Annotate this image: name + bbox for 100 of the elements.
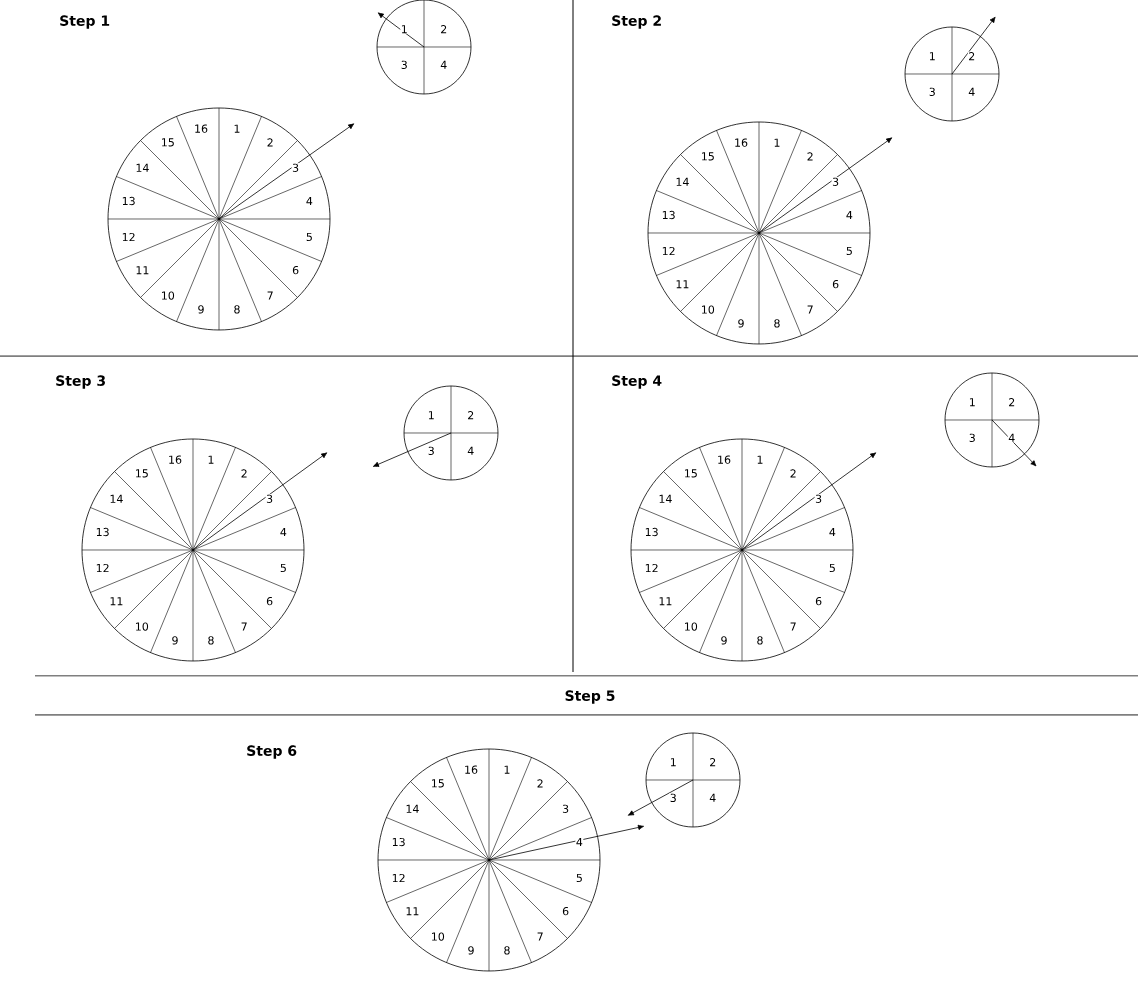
sector-number: 15 (430, 778, 446, 788)
sector-number: 1 (400, 24, 409, 34)
sector-number: 16 (463, 765, 479, 775)
sector-number: 3 (831, 177, 840, 187)
sector-number: 1 (206, 455, 215, 465)
sector-number: 5 (845, 246, 854, 256)
sector-number: 12 (95, 563, 111, 573)
sector-number: 3 (561, 804, 570, 814)
sector-number: 4 (575, 837, 584, 847)
sector-number: 15 (160, 137, 176, 147)
step-label: Step 5 (565, 690, 615, 704)
sector-number: 4 (439, 60, 448, 70)
sector-number: 2 (708, 757, 717, 767)
sector-number: 10 (683, 621, 699, 632)
sector-number: 11 (674, 279, 690, 289)
sector-number: 14 (657, 494, 673, 504)
sector-number: 11 (404, 906, 420, 916)
sector-number: 3 (427, 446, 436, 456)
sector-number: 7 (806, 305, 815, 315)
sector-number: 4 (466, 446, 475, 456)
sector-number: 1 (773, 138, 781, 148)
sector-number: 2 (806, 151, 815, 161)
sector-number: 4 (967, 87, 976, 97)
sector-number: 16 (716, 455, 732, 465)
step-label: Step 1 (60, 15, 110, 29)
sector-number: 2 (466, 410, 475, 420)
sector-number: 13 (121, 196, 137, 206)
sector-number: 2 (536, 778, 545, 788)
sector-number: 5 (575, 873, 584, 883)
sector-number: 12 (644, 563, 660, 573)
sector-number: 4 (828, 527, 837, 537)
sector-number: 3 (814, 494, 823, 504)
sector-number: 12 (661, 246, 677, 256)
sector-number: 11 (134, 265, 150, 275)
sector-number: 3 (669, 793, 678, 803)
sector-number: 16 (193, 123, 209, 134)
sector-number: 13 (644, 527, 660, 537)
sector-number: 5 (828, 563, 837, 573)
sector-number: 5 (305, 232, 314, 242)
sector-number: 9 (720, 635, 729, 645)
sector-number: 7 (789, 622, 798, 632)
step-label: Step 2 (612, 15, 661, 29)
sector-number: 1 (427, 410, 436, 420)
sector-number: 1 (968, 397, 977, 407)
sector-number: 10 (430, 931, 446, 942)
sector-number: 3 (968, 433, 977, 443)
sector-number: 2 (266, 137, 275, 147)
sector-number: 1 (232, 124, 241, 134)
sector-number: 1 (756, 455, 764, 465)
sector-number: 9 (171, 635, 180, 645)
sector-number: 1 (503, 765, 511, 775)
sector-number: 3 (928, 87, 937, 97)
sector-number: 4 (1007, 433, 1016, 443)
sector-number: 3 (291, 163, 300, 173)
sector-number: 2 (967, 51, 976, 61)
sector-number: 5 (279, 563, 288, 573)
sector-number: 6 (265, 596, 274, 606)
sector-number: 13 (95, 527, 111, 537)
sector-number: 2 (439, 24, 448, 34)
sector-number: 12 (391, 873, 407, 883)
sector-number: 4 (305, 196, 314, 206)
sector-number: 6 (814, 596, 823, 606)
sector-number: 16 (733, 137, 749, 148)
sector-number: 2 (1007, 397, 1016, 407)
sector-number: 4 (708, 793, 717, 803)
sector-number: 8 (756, 635, 764, 645)
sector-number: 2 (240, 468, 249, 478)
sector-number: 14 (404, 804, 420, 814)
sector-number: 14 (108, 494, 124, 504)
sector-number: 4 (279, 527, 288, 537)
sector-number: 2 (789, 468, 798, 478)
sector-number: 8 (503, 945, 511, 955)
sector-number: 11 (657, 596, 673, 606)
sector-number: 7 (266, 291, 275, 301)
sector-number: 14 (674, 177, 690, 187)
sector-number: 9 (197, 304, 206, 314)
sector-number: 6 (831, 279, 840, 289)
sector-number: 8 (773, 318, 781, 328)
sector-number: 1 (928, 51, 937, 61)
sector-number: 11 (108, 596, 124, 606)
sector-number: 6 (291, 265, 300, 275)
step-label: Step 4 (612, 375, 662, 389)
sector-number: 8 (232, 304, 241, 314)
sector-number: 15 (134, 468, 150, 478)
step-label: Step 6 (247, 745, 297, 759)
sector-number: 1 (669, 757, 678, 767)
sector-number: 8 (206, 635, 215, 645)
sector-number: 10 (160, 290, 176, 301)
sector-number: 15 (683, 468, 699, 478)
sector-number: 10 (134, 621, 150, 632)
sector-number: 13 (661, 210, 677, 220)
sector-number: 13 (391, 837, 407, 847)
sector-number: 9 (737, 318, 746, 328)
sector-number: 16 (167, 455, 183, 465)
sector-number: 6 (561, 906, 570, 916)
sector-number: 14 (134, 163, 150, 173)
sector-number: 7 (536, 932, 545, 942)
step-label: Step 3 (56, 375, 105, 389)
sector-number: 4 (845, 210, 854, 220)
sector-number: 10 (700, 304, 716, 315)
